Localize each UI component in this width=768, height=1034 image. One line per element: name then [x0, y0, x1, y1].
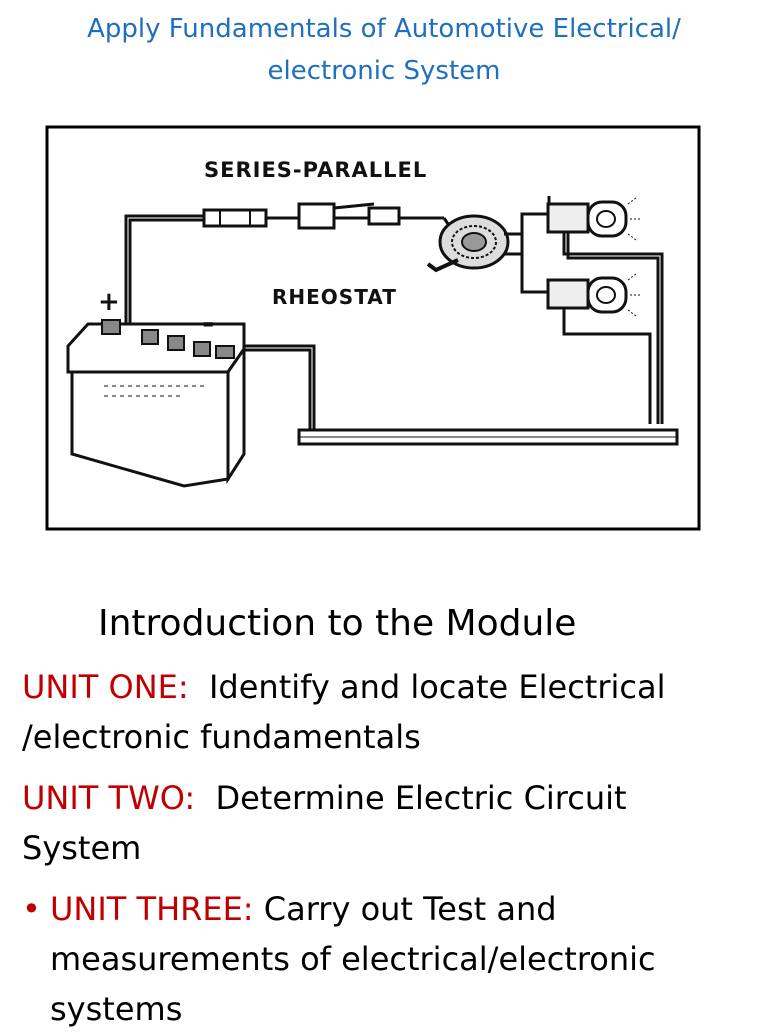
unit-three: •UNIT THREE: Carry out Test and measurem… [22, 884, 742, 1034]
rheostat [426, 214, 510, 273]
unit-two-label: UNIT TWO: [22, 779, 196, 817]
fuse [202, 208, 268, 228]
unit-one-label: UNIT ONE: [22, 668, 189, 706]
page-title-line-2: electronic System [267, 56, 501, 86]
unit-two: UNIT TWO: Determine Electric Circuit Sys… [22, 773, 742, 873]
module-intro-heading: Introduction to the Module [98, 603, 577, 644]
unit-three-text: Carry out Test and measurements of elect… [50, 890, 656, 1028]
lamp-upper [546, 197, 640, 241]
branch-wires [504, 196, 551, 294]
bullet-icon: • [22, 890, 41, 928]
switch [297, 202, 401, 230]
series-parallel-circuit-diagram: SERIES-PARALLEL RHEOSTAT [45, 125, 701, 531]
rheostat-label: RHEOSTAT [272, 285, 397, 309]
page-title-line-1: Apply Fundamentals of Automotive Electri… [87, 14, 681, 44]
positive-wire [124, 214, 444, 324]
unit-one-text: Identify and locate Electrical /electron… [22, 668, 666, 756]
page-title: Apply Fundamentals of Automotive Electri… [20, 8, 748, 92]
negative-wire [240, 344, 316, 430]
battery [66, 319, 246, 488]
unit-one: UNIT ONE: Identify and locate Electrical… [22, 662, 742, 762]
ground-rail [297, 428, 679, 446]
lamp-lower [546, 273, 640, 317]
unit-two-text: Determine Electric Circuit System [22, 779, 627, 867]
minus-sign: - [202, 306, 214, 341]
plus-sign: + [98, 287, 120, 317]
diagram-title: SERIES-PARALLEL [204, 158, 427, 182]
return-wires [562, 232, 664, 424]
unit-three-label: UNIT THREE: [50, 890, 254, 928]
